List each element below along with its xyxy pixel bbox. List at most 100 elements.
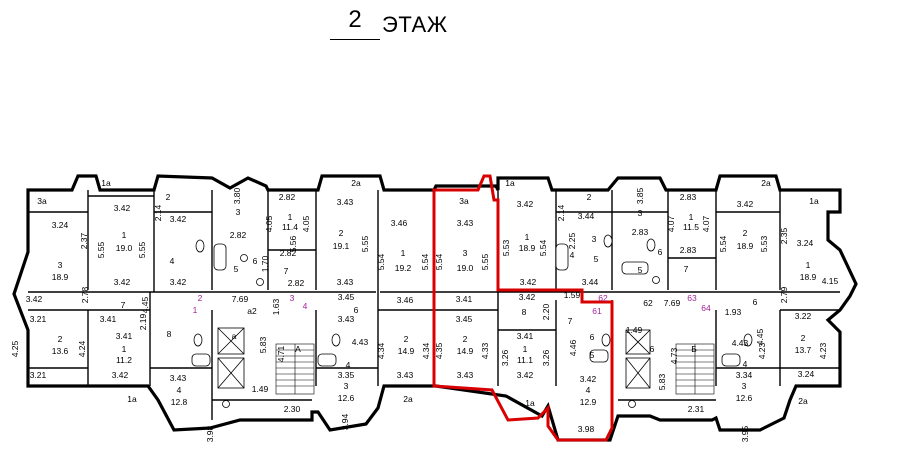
lbl-5-b: 5 [594, 254, 599, 264]
lbl-3-46-a: 3.46 [391, 218, 408, 228]
lbl-1-19a: 1 [122, 230, 127, 240]
lbl-5-55d: 5.55 [480, 253, 490, 270]
lbl-1-mag: 1 [193, 305, 198, 315]
lbl-3-42-c: 3.42 [517, 199, 534, 209]
lbl-5-c: 5 [638, 265, 643, 275]
lbl-3-19a: 3 [463, 248, 468, 258]
lbl-3-42-f: 3.42 [170, 277, 187, 287]
lbl-1-11-1a: 1 [523, 344, 528, 354]
lbl-1-11-5a: 1 [689, 212, 694, 222]
lbl-3-42-g: 3.42 [520, 277, 537, 287]
lbl-6-f: 6 [650, 344, 655, 354]
lbl-1-11-4b: 11.4 [282, 222, 298, 232]
lbl-6-e: 6 [590, 332, 595, 342]
lbl-6-a: 6 [253, 256, 258, 266]
lbl-5-56: 5.56 [288, 235, 298, 252]
lbl-2a-r: 2а [761, 178, 771, 188]
lbl-B-cap: Б [691, 344, 697, 354]
lbl-3-m: 3 [236, 207, 241, 217]
lbl-5-54b: 5.54 [420, 253, 430, 270]
lbl-4-35: 4.35 [434, 342, 444, 359]
lbl-3-41c: 3.41 [116, 331, 133, 341]
lbl-5-54d: 5.54 [538, 239, 548, 256]
lbl-3-42-l: 3.42 [580, 374, 597, 384]
lbl-4-05a: 4.05 [264, 215, 274, 232]
lbl-5-54c: 5.54 [434, 253, 444, 270]
lbl-5-d: 5 [590, 350, 595, 360]
lbl-5-55b: 5.55 [137, 241, 147, 258]
lbl-2a-bl: 2а [403, 394, 413, 404]
lbl-3-98a: 3.98 [205, 425, 215, 442]
lbl-3-42-e: 3.42 [114, 277, 131, 287]
lbl-3-42-h: 3.42 [26, 294, 43, 304]
lbl-3-18-9a: 3 [58, 260, 63, 270]
lbl-2-19: 2.19 [138, 313, 148, 330]
lbl-3-95: 3.95 [740, 425, 750, 442]
lbl-3-42-i: 3.42 [519, 292, 536, 302]
lbl-3-35: 3.35 [338, 370, 355, 380]
lbl-3-42-a: 3.42 [114, 203, 131, 213]
lbl-4-25: 4.25 [10, 340, 20, 357]
lbl-4-d: 4 [743, 359, 748, 369]
lbl-3-44b: 3.44 [582, 277, 599, 287]
lbl-4-34b: 4.34 [421, 342, 431, 359]
lbl-3-41a: 3.41 [456, 294, 473, 304]
lbl-4-15: 4.15 [822, 276, 839, 286]
lbl-2-14-9c: 2 [463, 334, 468, 344]
lbl-4-12-9b: 12.9 [580, 397, 597, 407]
lbl-1-11-5b: 11.5 [683, 222, 699, 232]
lbl-4-b: 4 [570, 250, 575, 260]
lbl-61: 61 [592, 306, 602, 316]
lbl-a2: а2 [247, 306, 257, 316]
lbl-3-41b: 3.41 [100, 314, 117, 324]
lbl-3-45b: 3.45 [456, 314, 473, 324]
lbl-1-70: 1.70 [260, 255, 270, 272]
lbl-4-c: 4 [346, 360, 351, 370]
lbl-4-71: 4.71 [276, 345, 286, 362]
lbl-3-12-6c: 3 [742, 381, 747, 391]
lbl-2-18-9b: 18.9 [737, 241, 754, 251]
lbl-3-85: 3.85 [635, 187, 645, 204]
lbl-1-18-9d: 18.9 [800, 272, 817, 282]
lbl-3-19b: 19.0 [457, 263, 474, 273]
lbl-3-46b: 3.46 [397, 295, 414, 305]
lbl-3-21a: 3.21 [30, 314, 47, 324]
lbl-2-13-7a: 2 [801, 333, 806, 343]
lbl-4-mag: 4 [303, 301, 308, 311]
lbl-2a-l: 2а [351, 178, 361, 188]
lbl-3-43-c: 3.43 [337, 277, 354, 287]
lbl-1a-bm: 1а [525, 398, 535, 408]
lbl-a-ru: а [232, 331, 237, 341]
lbl-4-23b: 4.23 [818, 342, 828, 359]
lbl-3-98b: 3.98 [578, 424, 595, 434]
lbl-5-54e: 5.54 [718, 235, 728, 252]
lbl-4-33: 4.33 [480, 342, 490, 359]
lbl-2-mag: 2 [198, 293, 203, 303]
lbl-3-22: 3.22 [795, 311, 812, 321]
lbl-2-30: 2.30 [284, 404, 301, 414]
lbl-3-43-e: 3.43 [170, 373, 187, 383]
lbl-2-82b: 2.82 [230, 230, 247, 240]
lbl-3-94: 3.94 [340, 413, 350, 430]
lbl-1-11-4a: 1 [288, 212, 293, 222]
lbl-64: 64 [701, 303, 711, 313]
lbl-4-43b: 4.43 [732, 338, 749, 348]
lbl-4-12-9a: 4 [586, 385, 591, 395]
lbl-4-46: 4.46 [568, 339, 578, 356]
lbl-1-59: 1.59 [564, 290, 581, 300]
building-outline [12, 174, 858, 442]
lbl-2-18-9a: 2 [743, 228, 748, 238]
lbl-3-43-f: 3.43 [397, 370, 414, 380]
lbl-1a-bl: 1а [127, 394, 137, 404]
lbl-5-53b: 5.53 [759, 235, 769, 252]
lbl-2a-br: 2а [798, 396, 808, 406]
lbl-2-13-7b: 13.7 [795, 345, 812, 355]
lbl-5-55a: 5.55 [96, 241, 106, 258]
sink-icon [222, 254, 660, 408]
lbl-3-24-c: 3.24 [798, 369, 815, 379]
lbl-7-a: 7 [284, 266, 289, 276]
lbl-1-18-9a: 1 [525, 232, 530, 242]
lbl-8-b: 8 [167, 329, 172, 339]
lbl-8-a: 8 [522, 307, 527, 317]
lbl-1-93: 1.93 [725, 307, 742, 317]
